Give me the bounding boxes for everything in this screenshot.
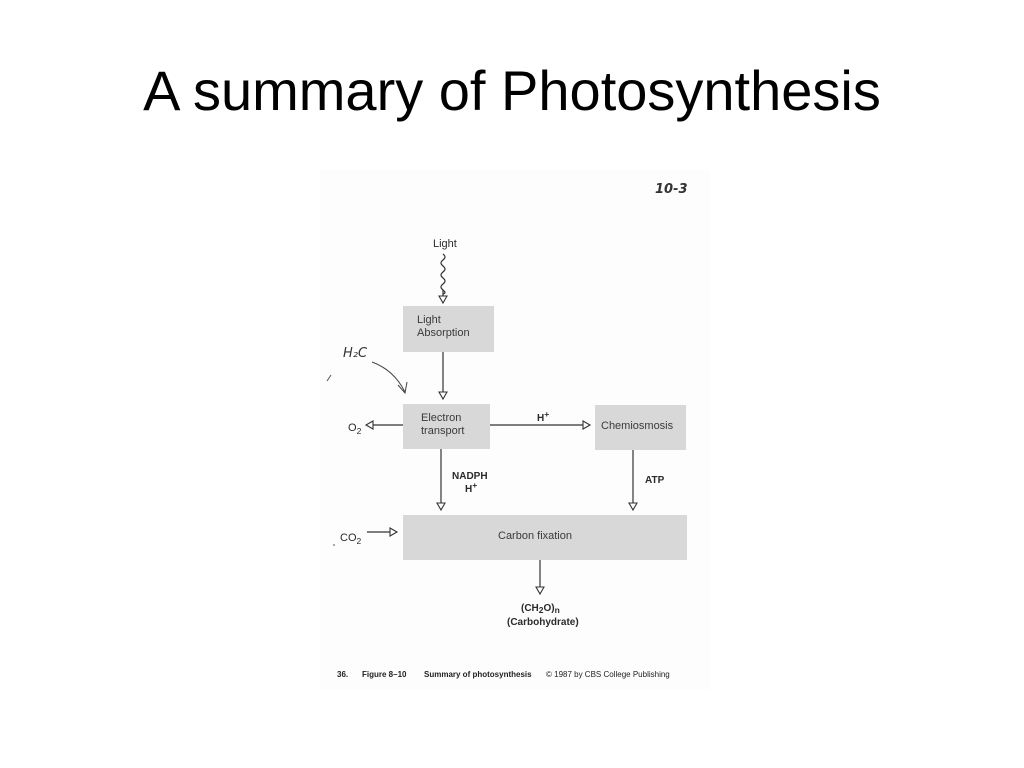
nadph-h-label: H+ — [465, 480, 477, 495]
light-absorption-box — [403, 306, 494, 352]
carbon-fixation-label: Carbon fixation — [498, 530, 572, 542]
electron-transport-label-2: transport — [421, 425, 464, 437]
light-absorption-label-1: Light — [417, 314, 441, 326]
product-name: (Carbohydrate) — [507, 617, 579, 628]
carbon-fixation-box — [403, 515, 687, 560]
atp-label: ATP — [645, 475, 665, 486]
chemiosmosis-box — [595, 405, 686, 450]
handwritten-arrow-line — [371, 361, 406, 393]
light-input-label: Light — [433, 238, 457, 250]
caption-copyright: © 1987 by CBS College Publishing — [546, 670, 670, 679]
caption-number: 36. — [337, 670, 348, 679]
page-note: 10-3 — [655, 182, 688, 197]
light-wave-icon — [440, 253, 446, 295]
chemiosmosis-label: Chemiosmosis — [601, 420, 674, 432]
handwritten-note: H₂C — [343, 346, 368, 361]
stray-mark — [326, 374, 332, 382]
product-formula: (CH2O)n — [521, 603, 560, 615]
h-plus-label: H+ — [537, 409, 549, 424]
electron-transport-box — [403, 404, 490, 449]
slide-title: A summary of Photosynthesis — [143, 59, 881, 122]
light-absorption-label-2: Absorption — [417, 327, 470, 339]
o2-label: O2 — [348, 422, 362, 436]
handwritten-arrow-head — [397, 381, 408, 395]
caption-figure: Figure 8–10 — [362, 670, 407, 679]
electron-transport-label-1: Electron — [421, 412, 461, 424]
nadph-label: NADPH — [452, 471, 488, 482]
caption-title: Summary of photosynthesis — [424, 670, 532, 679]
co2-label: CO2 — [340, 532, 362, 546]
